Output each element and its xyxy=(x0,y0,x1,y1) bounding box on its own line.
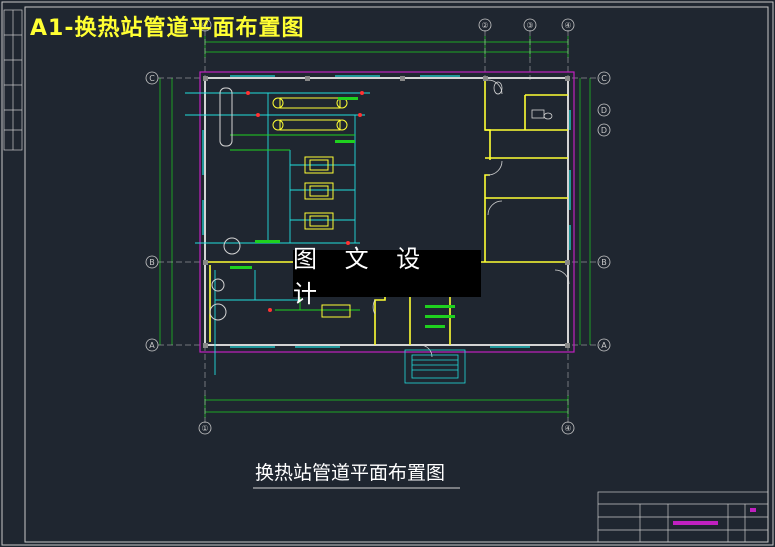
header-title: A1-换热站管道平面布置图 xyxy=(30,16,305,41)
title-block xyxy=(597,491,769,543)
inner-frame xyxy=(24,6,769,543)
axis-lines xyxy=(158,30,600,425)
axis-right-d1: D xyxy=(601,106,607,115)
heat-exchangers xyxy=(272,97,348,131)
axis-right-c: C xyxy=(601,74,607,83)
title-block-mark-2 xyxy=(750,508,756,512)
axis-top-3: ③ xyxy=(526,21,533,30)
drawing-title: 换热站管道平面布置图 xyxy=(255,462,446,484)
axis-right-a: A xyxy=(601,341,607,350)
columns xyxy=(203,76,570,348)
axis-left-c: C xyxy=(149,74,155,83)
dimension-lines xyxy=(159,36,591,418)
tanks xyxy=(209,87,241,321)
building-outline xyxy=(199,71,575,353)
binding-strip xyxy=(3,9,23,151)
axis-bottom-2: ④ xyxy=(564,424,571,433)
exterior-walls xyxy=(204,77,569,346)
entrance xyxy=(404,349,466,384)
axis-top-4: ④ xyxy=(564,21,571,30)
axis-left-b: B xyxy=(149,258,155,267)
washroom-fixtures xyxy=(493,81,553,120)
valves xyxy=(246,91,364,312)
pipe-labels xyxy=(230,97,455,328)
axis-top-2: ② xyxy=(481,21,488,30)
watermark: 图 文 设 计 xyxy=(293,245,481,308)
axis-right-d2: D xyxy=(601,126,607,135)
axis-right-b: B xyxy=(601,258,607,267)
pumps xyxy=(304,156,351,318)
axis-bottom-1: ① xyxy=(201,424,208,433)
doors xyxy=(372,79,570,358)
axis-top-1: ① xyxy=(201,21,208,30)
axis-labels: ① ② ③ ④ ① ④ C B A C D D B A xyxy=(149,21,607,433)
windows xyxy=(202,75,571,348)
axis-left-a: A xyxy=(149,341,155,350)
axis-bubbles xyxy=(145,18,611,435)
title-block-mark xyxy=(673,521,718,525)
